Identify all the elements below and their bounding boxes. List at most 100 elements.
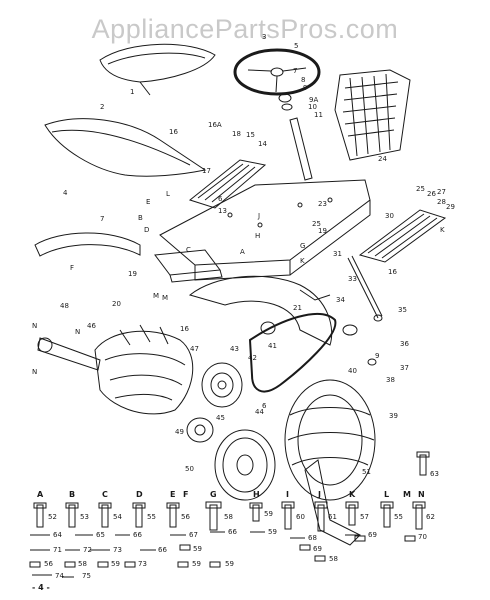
hardware-letter-j: J: [318, 490, 321, 499]
callout-c: C: [186, 246, 191, 254]
page-number: - 4 -: [32, 583, 50, 592]
hardware-number-58: 58: [224, 513, 233, 521]
hardware-letter-b: B: [69, 490, 76, 499]
callout-16a: 16A: [208, 121, 222, 129]
callout-42: 42: [248, 354, 257, 362]
hardware-number-66: 66: [133, 531, 142, 539]
callout-41: 41: [268, 342, 277, 350]
callout-29: 29: [446, 203, 455, 211]
left-fender-drawing: [34, 232, 141, 257]
drive-belt-drawing: [248, 312, 337, 393]
callout-16b: 16: [180, 325, 189, 333]
hardware-letter-h: H: [253, 490, 260, 499]
callout-19: 19: [128, 270, 137, 278]
callout-35: 35: [398, 306, 407, 314]
callout-27: 27: [437, 188, 446, 196]
hardware-number-70: 70: [418, 533, 427, 541]
hardware-number-59c: 59: [193, 545, 202, 553]
callout-k2: K: [300, 257, 305, 265]
callout-21: 21: [293, 304, 302, 312]
callout-7b: 7: [100, 215, 105, 223]
tire-chain-drawing: [304, 459, 361, 546]
callout-6: 6: [218, 195, 223, 203]
hardware-number-65: 65: [96, 531, 105, 539]
callout-h: H: [255, 232, 261, 240]
callout-f: F: [70, 264, 75, 272]
callout-3: 3: [262, 33, 267, 41]
callout-13: 13: [218, 207, 227, 215]
callout-9: 9: [303, 84, 308, 92]
callout-16c: 16: [388, 268, 397, 276]
steering-column-drawing: [278, 93, 313, 181]
hardware-number-59b: 59: [268, 528, 277, 536]
callout-38: 38: [386, 376, 395, 384]
callout-n: N: [32, 322, 38, 330]
callout-63: 63: [430, 470, 439, 478]
hardware-letter-i: I: [286, 490, 289, 499]
callout-5: 5: [294, 42, 299, 50]
callout-33: 33: [348, 275, 357, 283]
hardware-number-69: 69: [368, 531, 377, 539]
hardware-number-68: 68: [308, 534, 317, 542]
hardware-number-61: 61: [328, 513, 337, 521]
callout-10: 10: [308, 103, 317, 111]
callout-18: 18: [232, 130, 241, 138]
hardware-number-75: 75: [82, 572, 91, 580]
callout-d: D: [144, 226, 150, 234]
hardware-number-64: 64: [53, 531, 62, 539]
callout-n2: N: [75, 328, 81, 336]
callout-39: 39: [389, 412, 398, 420]
callout-7: 7: [293, 67, 298, 75]
battery-tray-drawing: [154, 249, 223, 283]
callout-34: 34: [336, 296, 345, 304]
hardware-number-66b: 66: [228, 528, 237, 536]
callout-37: 37: [400, 364, 409, 372]
callout-j: J: [258, 212, 261, 220]
callout-51: 51: [362, 468, 371, 476]
wheel-rim-drawing: [214, 429, 276, 501]
callout-6b: 6: [262, 402, 267, 410]
grille-drawing: [334, 69, 411, 161]
right-footrest-drawing: [358, 209, 447, 263]
callout-e: E: [146, 198, 151, 206]
callout-19b: 19: [318, 227, 327, 235]
rear-fender-drawing: [188, 275, 333, 346]
misc-parts-drawing: [260, 255, 383, 366]
callout-4: 4: [63, 189, 68, 197]
hardware-letter-e: E: [170, 490, 176, 499]
callout-31: 31: [333, 250, 342, 258]
callout-24: 24: [378, 155, 387, 163]
hardware-number-58b: 58: [78, 560, 87, 568]
callout-14: 14: [258, 140, 267, 148]
transaxle-drawing: [37, 324, 194, 415]
hardware-number-73b: 73: [138, 560, 147, 568]
callout-45: 45: [216, 414, 225, 422]
callout-50: 50: [185, 465, 194, 473]
callout-25b: 25: [312, 220, 321, 228]
callout-46: 46: [87, 322, 96, 330]
callout-16: 16: [169, 128, 178, 136]
left-footrest-drawing: [188, 159, 267, 209]
hardware-number-55: 55: [147, 513, 156, 521]
callout-9a: 9A: [309, 96, 319, 104]
callout-48: 48: [60, 302, 69, 310]
callout-40: 40: [348, 367, 357, 375]
callout-k: K: [440, 226, 445, 234]
callout-2: 2: [100, 103, 105, 111]
hardware-number-74: 74: [55, 572, 64, 580]
hood-drawing: [44, 118, 207, 177]
callout-11: 11: [314, 111, 323, 119]
callout-g: G: [300, 242, 306, 250]
hardware-number-53: 53: [80, 513, 89, 521]
pulley-drawing: [186, 362, 243, 443]
hardware-number-60: 60: [296, 513, 305, 521]
callout-a: A: [240, 248, 245, 256]
callout-25: 25: [416, 185, 425, 193]
steering-wheel-drawing: [233, 48, 321, 96]
watermark: AppliancePartsPros.com: [91, 14, 399, 44]
callout-9b: 9: [375, 352, 380, 360]
hardware-number-72: 72: [83, 546, 92, 554]
hardware-number-56: 56: [181, 513, 190, 521]
hardware-number-62: 62: [426, 513, 435, 521]
